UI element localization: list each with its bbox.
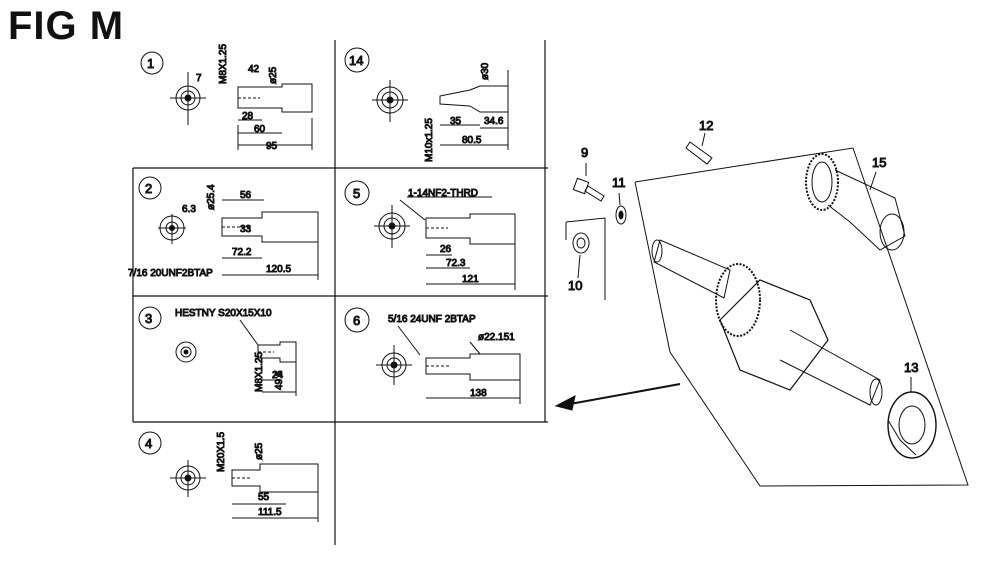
part-label: 13 bbox=[904, 360, 918, 375]
dim-text: 121 bbox=[462, 274, 479, 285]
bearing-note: HESTNY S20X15X10 bbox=[175, 308, 272, 319]
part-label: 15 bbox=[872, 155, 886, 170]
dim-text: ø30 bbox=[480, 62, 491, 80]
dim-text: 7 bbox=[196, 73, 202, 84]
panel-2: 2 6.3 ø25.4 56 33 72.2 120.5 7/16 20UNF2… bbox=[128, 176, 319, 280]
dim-text: M20X1.5 bbox=[216, 432, 227, 472]
dim-text: 72.3 bbox=[446, 258, 466, 269]
bolt-9: 9 bbox=[572, 145, 605, 202]
dim-text: 6.3 bbox=[182, 204, 196, 215]
bearing-13: 13 bbox=[887, 360, 937, 459]
panel-grid bbox=[132, 40, 548, 545]
dim-text: 56 bbox=[240, 190, 252, 201]
dim-text: 111.5 bbox=[258, 507, 282, 518]
dim-text: M10x1.25 bbox=[424, 118, 435, 162]
dim-text: 35 bbox=[450, 116, 462, 127]
crankshaft bbox=[651, 239, 883, 406]
part-label: 12 bbox=[699, 118, 713, 133]
dim-text: 49.5 bbox=[274, 370, 285, 390]
thread-note: 1-14NF2-THRD bbox=[408, 188, 478, 199]
panel-label: 1 bbox=[147, 56, 154, 71]
panel-6: 6 5/16 24UNF 2BTAP ø22.151 138 bbox=[344, 307, 521, 404]
part-label: 11 bbox=[612, 175, 626, 190]
panel-1: 1 7 M8X1.25 42 ø25 28 60 95 bbox=[140, 43, 313, 153]
dim-text: 120.5 bbox=[266, 264, 291, 275]
washer-11: 11 bbox=[612, 175, 627, 225]
dim-text: 60 bbox=[254, 124, 266, 135]
dim-text: 24 bbox=[272, 370, 284, 381]
dim-text: ø25.4 bbox=[206, 184, 217, 210]
dim-text: 33 bbox=[240, 224, 252, 235]
dim-text: ø25 bbox=[254, 442, 265, 460]
washer-10: 10 bbox=[565, 217, 606, 300]
dim-text: 26 bbox=[440, 244, 452, 255]
dim-text: ø25 bbox=[268, 66, 279, 84]
dim-text: 34.6 bbox=[484, 116, 504, 127]
dim-text: 95 bbox=[266, 141, 278, 152]
camshaft-15: 15 bbox=[805, 153, 906, 251]
dim-text: ø22.151 bbox=[478, 332, 515, 343]
part-label: 9 bbox=[581, 145, 588, 160]
panel-label: 3 bbox=[145, 311, 152, 326]
thread-note: 7/16 20UNF2BTAP bbox=[128, 268, 213, 279]
panel-label: 5 bbox=[353, 186, 360, 201]
part-label: 10 bbox=[568, 278, 582, 293]
dim-text: 80.5 bbox=[462, 135, 482, 146]
panel-label: 4 bbox=[145, 436, 152, 451]
dim-text: 55 bbox=[258, 492, 270, 503]
dim-text: 138 bbox=[470, 388, 487, 399]
dim-text: M8X1.25 bbox=[218, 44, 229, 84]
assembly: 9 11 10 12 15 bbox=[554, 118, 969, 487]
panel-label: 2 bbox=[145, 181, 152, 196]
dim-text: 28 bbox=[242, 111, 254, 122]
panel-14: 14 ø30 M10x1.25 35 34.6 80.5 bbox=[344, 47, 509, 163]
panel-label: 6 bbox=[353, 313, 360, 328]
dim-text: 42 bbox=[248, 64, 260, 75]
figure-title: FIG M bbox=[8, 4, 125, 48]
dim-text: M8X1.25 bbox=[254, 352, 265, 392]
key-12: 12 bbox=[685, 118, 714, 165]
panel-4: 4 M20X1.5 ø25 55 111.5 bbox=[138, 431, 319, 522]
dim-text: 72.2 bbox=[232, 247, 252, 258]
panel-label: 14 bbox=[349, 53, 363, 68]
panel-5: 5 1-14NF2-THRD 26 72.3 121 bbox=[344, 180, 516, 290]
panel-3: 3 HESTNY S20X15X10 M8X1.25 24 49.5 bbox=[138, 306, 297, 396]
thread-note: 5/16 24UNF 2BTAP bbox=[388, 314, 476, 325]
